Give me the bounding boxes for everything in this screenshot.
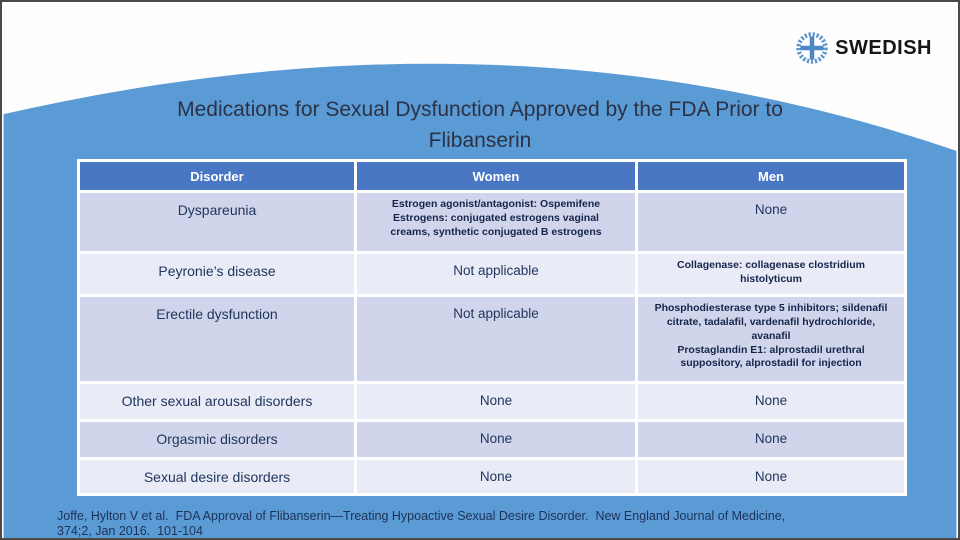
cell-disorder: Other sexual arousal disorders (80, 384, 354, 419)
cell-men: None (638, 193, 904, 251)
cell-women: None (357, 460, 635, 493)
column-header-men: Men (638, 162, 904, 190)
slide-title-line2: Flibanserin (428, 128, 532, 152)
cell-women: None (357, 384, 635, 419)
cell-men: None (638, 422, 904, 457)
cell-men: None (638, 460, 904, 493)
column-header-women: Women (357, 162, 635, 190)
cell-disorder: Sexual desire disorders (80, 460, 354, 493)
cell-disorder: Peyronie’s disease (80, 254, 354, 294)
swedish-logo: SWEDISH (796, 32, 932, 64)
cell-women: Not applicable (357, 297, 635, 381)
cell-men: None (638, 384, 904, 419)
cell-disorder: Dyspareunia (80, 193, 354, 251)
medications-table: Disorder Women Men Dyspareunia Estrogen … (77, 159, 907, 496)
column-header-disorder: Disorder (80, 162, 354, 190)
cell-disorder: Orgasmic disorders (80, 422, 354, 457)
cell-men: Collagenase: collagenase clostridium his… (638, 254, 904, 294)
swedish-cross-icon (796, 32, 828, 64)
cell-women: Not applicable (357, 254, 635, 294)
cell-women: Estrogen agonist/antagonist: Ospemifene … (357, 193, 635, 251)
slide-title-line1: Medications for Sexual Dysfunction Appro… (177, 98, 783, 121)
cell-disorder: Erectile dysfunction (80, 297, 354, 381)
slide-title: Medications for Sexual Dysfunction Appro… (110, 95, 850, 157)
cell-women: None (357, 422, 635, 457)
cell-men: Phosphodiesterase type 5 inhibitors; sil… (638, 297, 904, 381)
citation-text: Joffe, Hylton V et al. FDA Approval of F… (57, 509, 786, 539)
swedish-logo-text: SWEDISH (835, 36, 932, 59)
